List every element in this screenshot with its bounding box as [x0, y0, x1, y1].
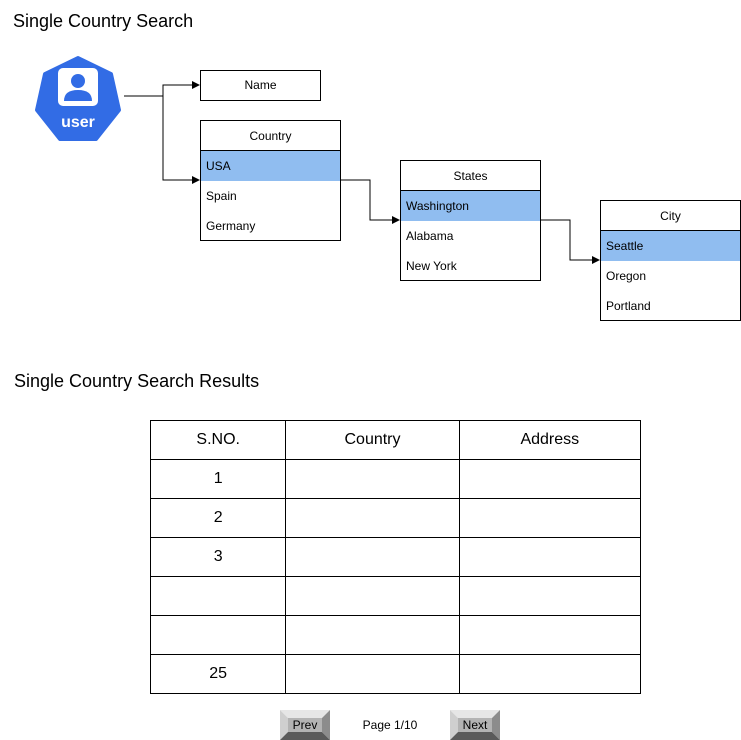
cell-sno: 2 — [149, 498, 287, 538]
country-option-usa[interactable]: USA — [201, 151, 340, 181]
cell-country — [285, 498, 460, 538]
city-list-header: City — [601, 201, 740, 231]
cell-sno — [149, 576, 287, 616]
city-option-portland[interactable]: Portland — [606, 299, 651, 313]
city-list: City Seattle Oregon Portland — [600, 200, 741, 321]
prev-button-label: Prev — [292, 718, 318, 732]
cell-address — [458, 459, 642, 499]
city-option-oregon[interactable]: Oregon — [606, 269, 647, 283]
search-title: Single Country Search — [13, 11, 194, 31]
table-row — [149, 576, 642, 616]
table-row: 3 — [149, 537, 642, 577]
country-list: Country USA Spain Germany — [200, 120, 341, 241]
table-header-row: S.NO. Country Address — [149, 420, 642, 460]
column-header-address: Address — [458, 420, 642, 460]
name-field[interactable]: Name — [200, 70, 321, 101]
column-header-sno: S.NO. — [149, 420, 287, 460]
table-row: 1 — [149, 459, 642, 499]
cell-country — [285, 459, 460, 499]
cell-address — [458, 537, 642, 577]
cell-address — [458, 498, 642, 538]
cell-address — [458, 654, 642, 694]
country-option-spain[interactable]: Spain — [206, 189, 237, 203]
prev-button[interactable]: Prev — [280, 710, 330, 740]
cell-sno: 3 — [149, 537, 287, 577]
results-table: S.NO. Country Address 1 2 3 — [149, 420, 642, 694]
cell-country — [285, 654, 460, 694]
cell-address — [458, 576, 642, 616]
table-row — [149, 615, 642, 655]
column-header-country: Country — [285, 420, 460, 460]
results-title: Single Country Search Results — [14, 371, 260, 391]
cell-country — [285, 576, 460, 616]
cell-address — [458, 615, 642, 655]
table-row: 2 — [149, 498, 642, 538]
states-list: States Washington Alabama New York — [400, 160, 541, 281]
cell-sno — [149, 615, 287, 655]
user-icon: user — [33, 55, 123, 145]
country-option-germany[interactable]: Germany — [206, 219, 256, 233]
city-option-seattle[interactable]: Seattle — [601, 231, 740, 261]
states-list-header: States — [401, 161, 540, 191]
state-option-new-york[interactable]: New York — [406, 259, 457, 273]
state-option-alabama[interactable]: Alabama — [406, 229, 454, 243]
user-label: user — [61, 114, 95, 131]
cell-country — [285, 537, 460, 577]
page-indicator: Page 1/10 — [362, 718, 418, 732]
table-row: 25 — [149, 654, 642, 694]
cell-sno: 1 — [149, 459, 287, 499]
country-list-header: Country — [201, 121, 340, 151]
cell-sno: 25 — [149, 654, 287, 694]
next-button[interactable]: Next — [450, 710, 500, 740]
next-button-label: Next — [462, 718, 488, 732]
state-option-washington[interactable]: Washington — [401, 191, 540, 221]
cell-country — [285, 615, 460, 655]
